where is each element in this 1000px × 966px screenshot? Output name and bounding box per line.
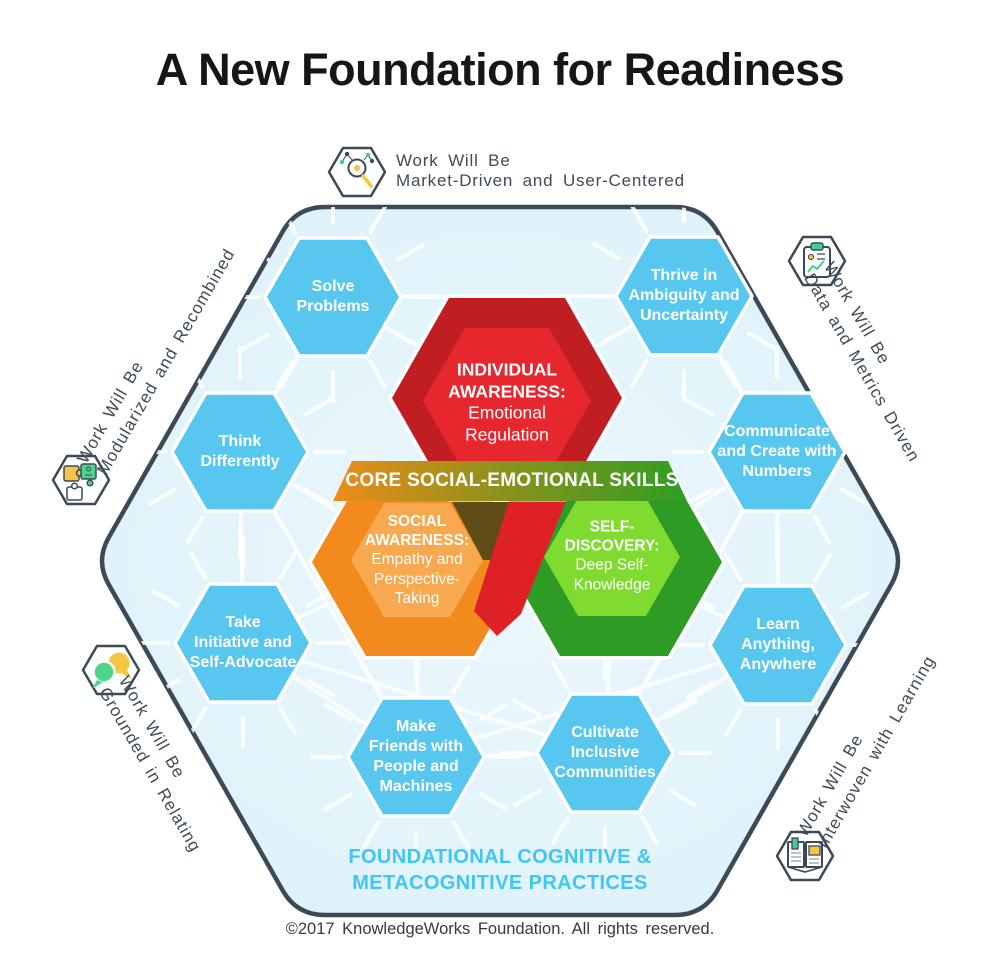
metrics-clipboard-icon [787, 235, 847, 287]
core-triad [308, 294, 726, 660]
core-banner-label: CORE SOCIAL-EMOTIONAL SKILLS [345, 470, 679, 491]
individual-awareness-label: INDIVIDUAL AWARENESS: Emotional Regulati… [448, 359, 566, 445]
weave-overlap-dark [452, 502, 509, 560]
hexagon-self-discovery-inner [544, 498, 680, 616]
hexagon-thrive-ambiguity [614, 235, 754, 357]
hexagon-take-initiative [173, 582, 313, 704]
think-differently-label: Think Differently [200, 433, 280, 470]
hexagon-learn-anything [708, 584, 848, 706]
solve-problems-label: Solve Problems [296, 278, 370, 315]
weave-red-band [474, 501, 566, 636]
hexagon-make-friends [346, 696, 486, 818]
copyright-text: ©2017 KnowledgeWorks Foundation. All rig… [285, 920, 715, 938]
foundation-label: FOUNDATIONAL COGNITIVE & METACOGNITIVE P… [348, 846, 652, 894]
communicate-numbers-label: Communicate and Create with Numbers [717, 423, 837, 480]
market-magnifier-icon [327, 146, 387, 198]
make-friends-label: Make Friends with People and Machines [368, 718, 464, 795]
hexagon-solve-problems [263, 236, 403, 358]
modular-puzzle-icon [51, 454, 111, 506]
thrive-ambiguity-label: Thrive in Ambiguity and Uncertainty [628, 267, 740, 324]
future-label-top-line1: Work Will Be [396, 151, 511, 170]
hexagon-communicate-numbers [707, 391, 847, 513]
hexagon-think-differently [170, 391, 310, 513]
core-skills-banner [333, 461, 687, 501]
take-initiative-label: Take Initiative and Self-Advocate [189, 614, 297, 671]
future-label-top: Work Will Be Market-Driven and User-Cent… [396, 151, 685, 191]
hexagon-social-awareness-inner [351, 503, 483, 617]
future-label-top-line2: Market-Driven and User-Centered [396, 171, 685, 190]
learning-book-icon [775, 830, 835, 882]
hexagon-individual-awareness-inner [423, 328, 591, 474]
relating-speech-bubbles-icon [81, 644, 141, 696]
page-title: A New Foundation for Readiness [155, 44, 845, 95]
social-awareness-label: SOCIAL AWARENESS: Empathy and Perspectiv… [364, 512, 470, 607]
cultivate-communities-label: Cultivate Inclusive Communities [554, 724, 656, 781]
learn-anything-label: Learn Anything, Anywhere [739, 616, 817, 673]
hexagon-cultivate-communities [535, 692, 675, 814]
practice-hexagons [170, 235, 848, 818]
self-discovery-label: SELF- DISCOVERY: Deep Self- Knowledge [564, 518, 660, 594]
